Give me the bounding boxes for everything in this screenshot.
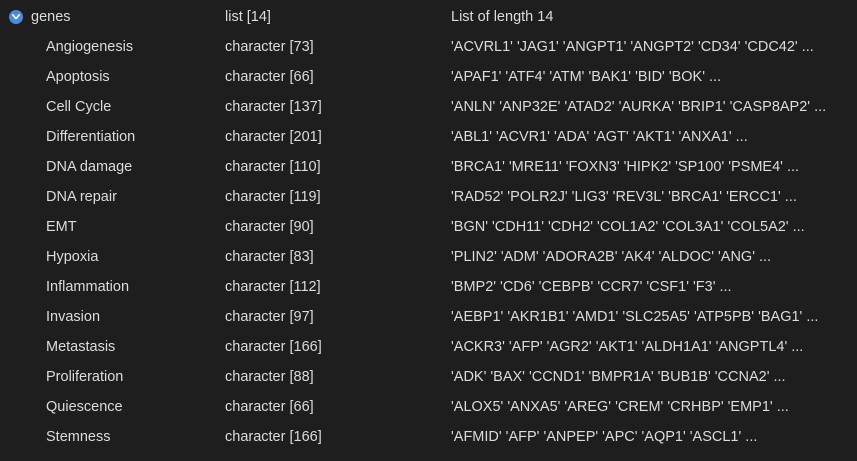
list-item[interactable]: Hypoxia character [83] 'PLIN2' 'ADM' 'ADOR… [0, 242, 857, 272]
item-name: Stemness [46, 429, 111, 445]
item-value: 'AFMID' 'AFP' 'ANPEP' 'APC' 'AQP1' 'ASCL… [451, 429, 758, 445]
item-name: Cell Cycle [46, 99, 112, 115]
item-type: character [112] [225, 279, 321, 295]
item-type: character [166] [225, 429, 322, 445]
chevron-down-glyph [12, 14, 20, 20]
list-item[interactable]: EMT character [90] 'BGN' 'CDH11' 'CDH2' 'C… [0, 212, 857, 242]
item-name: Proliferation [46, 369, 124, 385]
item-name: Inflammation [46, 279, 130, 295]
item-type: character [97] [225, 309, 314, 325]
item-type: character [66] [225, 69, 314, 85]
list-item[interactable]: Stemness character [166] 'AFMID' 'AFP' 'AN… [0, 422, 857, 452]
root-type: list [14] [225, 9, 271, 25]
list-item[interactable]: Proliferation character [88] 'ADK' 'BAX' '… [0, 362, 857, 392]
item-value: 'BRCA1' 'MRE11' 'FOXN3' 'HIPK2' 'SP100' … [451, 159, 800, 175]
list-item[interactable]: Quiescence character [66] 'ALOX5' 'ANXA5' … [0, 392, 857, 422]
item-type: character [83] [225, 249, 314, 265]
item-value: 'ANLN' 'ANP32E' 'ATAD2' 'AURKA' 'BRIP1' … [451, 99, 827, 115]
list-item[interactable]: Inflammation character [112] 'BMP2' 'CD6' … [0, 272, 857, 302]
item-value: 'ACVRL1' 'JAG1' 'ANGPT1' 'ANGPT2' 'CD34'… [451, 39, 814, 55]
item-type: character [201] [225, 129, 322, 145]
list-item[interactable]: DNA repair character [119] 'RAD52' 'POLR2J… [0, 182, 857, 212]
item-name: DNA repair [46, 189, 117, 205]
item-value: 'ABL1' 'ACVR1' 'ADA' 'AGT' 'AKT1' 'ANXA1… [451, 129, 748, 145]
item-type: character [90] [225, 219, 314, 235]
item-name: DNA damage [46, 159, 133, 175]
item-type: character [88] [225, 369, 314, 385]
item-value: 'RAD52' 'POLR2J' 'LIG3' 'REV3L' 'BRCA1' … [451, 189, 797, 205]
item-name: Hypoxia [46, 249, 99, 265]
list-item[interactable]: Differentiation character [201] 'ABL1' 'AC… [0, 122, 857, 152]
item-name: Invasion [46, 309, 101, 325]
item-name: EMT [46, 219, 77, 235]
item-name: Differentiation [46, 129, 136, 145]
item-value: 'ACKR3' 'AFP' 'AGR2' 'AKT1' 'ALDH1A1' 'A… [451, 339, 804, 355]
item-type: character [119] [225, 189, 321, 205]
item-value: 'ALOX5' 'ANXA5' 'AREG' 'CREM' 'CRHBP' 'E… [451, 399, 789, 415]
item-type: character [166] [225, 339, 322, 355]
list-root-row[interactable]: genes list [14] List of length 14 [0, 2, 857, 32]
list-item[interactable]: Angiogenesis character [73] 'ACVRL1' 'JAG1… [0, 32, 857, 62]
item-name: Metastasis [46, 339, 116, 355]
chevron-down-icon[interactable] [9, 10, 23, 24]
item-value: 'ADK' 'BAX' 'CCND1' 'BMPR1A' 'BUB1B' 'CC… [451, 369, 786, 385]
item-type: character [110] [225, 159, 321, 175]
list-item[interactable]: Metastasis character [166] 'ACKR3' 'AFP' '… [0, 332, 857, 362]
list-item[interactable]: DNA damage character [110] 'BRCA1' 'MRE11'… [0, 152, 857, 182]
list-item[interactable]: Invasion character [97] 'AEBP1' 'AKR1B1' '… [0, 302, 857, 332]
item-name: Quiescence [46, 399, 123, 415]
item-type: character [73] [225, 39, 314, 55]
item-value: 'AEBP1' 'AKR1B1' 'AMD1' 'SLC25A5' 'ATP5P… [451, 309, 819, 325]
item-value: 'APAF1' 'ATF4' 'ATM' 'BAK1' 'BID' 'BOK' … [451, 69, 722, 85]
item-value: 'BGN' 'CDH11' 'CDH2' 'COL1A2' 'COL3A1' '… [451, 219, 805, 235]
item-type: character [137] [225, 99, 322, 115]
item-name: Apoptosis [46, 69, 110, 85]
list-item[interactable]: Cell Cycle character [137] 'ANLN' 'ANP32E'… [0, 92, 857, 122]
item-value: 'BMP2' 'CD6' 'CEBPB' 'CCR7' 'CSF1' 'F3' … [451, 279, 732, 295]
item-value: 'PLIN2' 'ADM' 'ADORA2B' 'AK4' 'ALDOC' 'A… [451, 249, 772, 265]
root-value: List of length 14 [451, 9, 554, 25]
root-name: genes [31, 9, 71, 25]
list-item[interactable]: Apoptosis character [66] 'APAF1' 'ATF4' 'A… [0, 62, 857, 92]
item-name: Angiogenesis [46, 39, 134, 55]
item-type: character [66] [225, 399, 314, 415]
